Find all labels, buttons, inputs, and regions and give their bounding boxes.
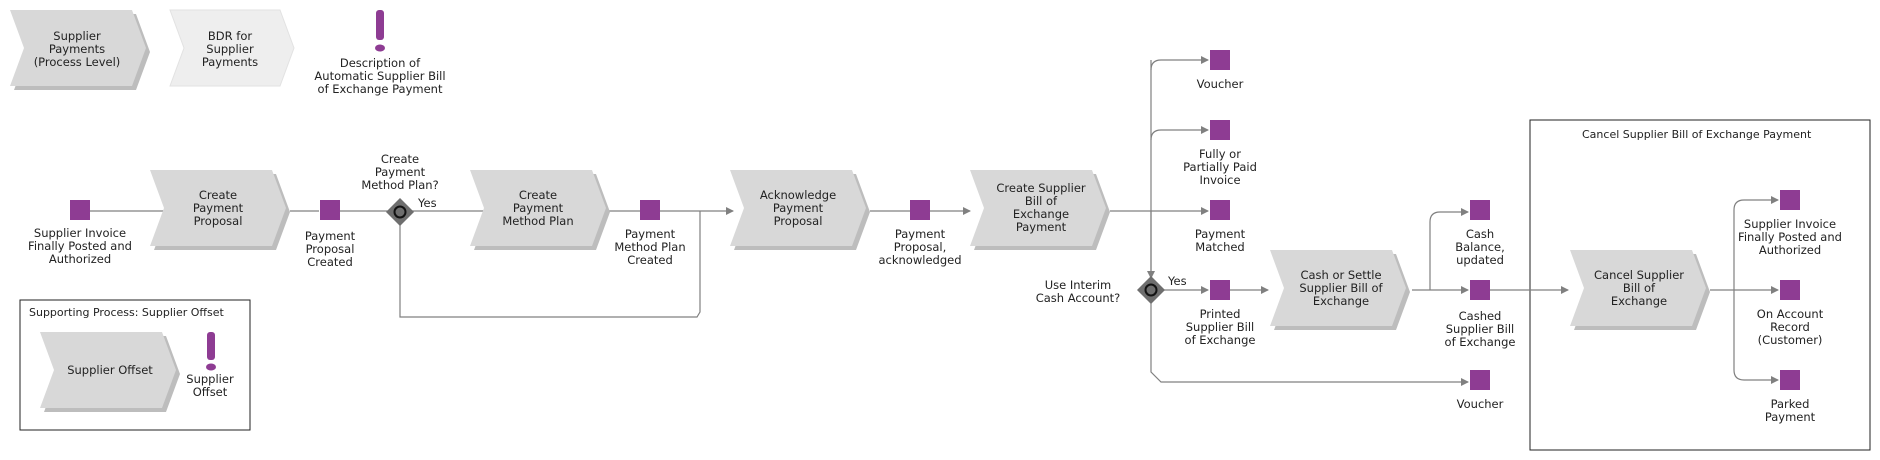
step-create-method-plan-label: Create Payment Method Plan [502,187,574,228]
legend-description-label: Description of Automatic Supplier Bill o… [314,56,446,96]
gateway-method-plan-question: Create Payment Method Plan? [361,152,439,192]
event-parked-payment-label: Parked Payment [1764,397,1816,424]
event-cash-balance-label: Cash Balance, updated [1455,227,1505,267]
gateway-method-plan-yes: Yes [418,196,437,210]
step-acknowledge [730,170,866,246]
event-fully-paid-label: Fully or Partially Paid Invoice [1183,147,1257,187]
supplier-offset-step [40,332,176,408]
event-invoice-posted-label: Supplier Invoice Finally Posted and Auth… [28,226,132,266]
step-supplier-offset-label: Supplier Offset [67,362,153,377]
event-payment-matched [1210,200,1230,220]
gateway-interim-yes: Yes [1168,274,1187,288]
description-exclamation-icon [375,10,385,52]
step-create-proposal-label: Create Payment Proposal [192,187,244,228]
step-cancel-bill [1570,250,1706,326]
cancel-box-title: Cancel Supplier Bill of Exchange Payment [1582,128,1812,141]
cancel-box [1529,119,1871,451]
step-acknowledge-label: Acknowledge Payment Proposal [759,187,837,228]
event-invoice-posted-2-label: Supplier Invoice Finally Posted and Auth… [1738,217,1842,257]
event-voucher-bottom [1470,370,1490,390]
connectors [90,56,1779,386]
event-proposal-created [320,200,340,220]
event-invoice-posted-2 [1780,190,1800,210]
gateway-interim-question: Use Interim Cash Account? [1035,278,1121,305]
event-printed-bill [1210,280,1230,300]
event-markers [70,50,1800,390]
event-cash-balance [1470,200,1490,220]
event-method-plan-created-label: Payment Method Plan Created [614,227,686,267]
legend-bdr-label: BDR for Supplier Payments [201,28,259,69]
step-shapes [150,170,1710,330]
step-create-bill-label: Create Supplier Bill of Exchange Payment [996,181,1086,234]
supplier-offset-exclamation-icon [206,332,216,371]
event-proposal-acknowledged-label: Payment Proposal, acknowledged [878,227,962,267]
step-cash-settle-label: Cash or Settle Supplier Bill of Exchange [1299,267,1383,308]
event-on-account [1780,280,1800,300]
event-payment-matched-label: Payment Matched [1194,227,1246,254]
event-method-plan-created [640,200,660,220]
supplier-offset-note: Supplier Offset [186,372,234,399]
gateway-interim-cash [1137,276,1165,304]
process-level-shape-front [10,10,146,86]
step-cancel-bill-label: Cancel Supplier Bill of Exchange [1594,267,1684,308]
legend-process-level-label: Supplier Payments (Process Level) [33,28,121,69]
event-on-account-label: On Account Record (Customer) [1756,307,1824,347]
event-proposal-created-label: Payment Proposal Created [304,229,356,269]
step-create-method-plan [470,170,606,246]
event-voucher-top [1210,50,1230,70]
event-fully-paid [1210,120,1230,140]
event-parked-payment [1780,370,1800,390]
bdr-shape-front [169,9,295,87]
event-voucher-top-label: Voucher [1196,77,1244,91]
event-printed-bill-label: Printed Supplier Bill of Exchange [1184,307,1256,347]
gateway-method-plan [386,198,414,226]
event-voucher-bottom-label: Voucher [1456,397,1504,411]
event-invoice-posted [70,200,90,220]
event-proposal-acknowledged [910,200,930,220]
step-create-bill [970,170,1106,246]
event-cashed-bill [1470,280,1490,300]
offset-box [19,299,251,431]
event-cashed-bill-label: Cashed Supplier Bill of Exchange [1444,309,1516,349]
offset-box-title: Supporting Process: Supplier Offset [29,306,224,319]
step-create-proposal [150,170,286,246]
step-cash-settle [1270,250,1406,326]
